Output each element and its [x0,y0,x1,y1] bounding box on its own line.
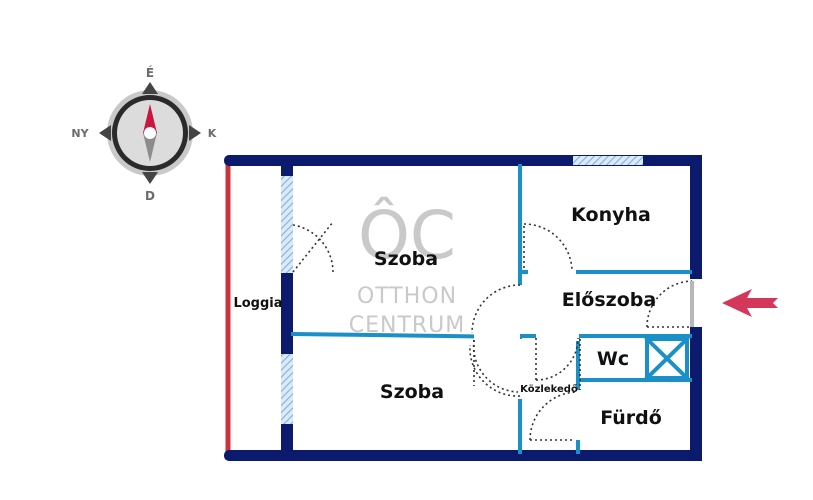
room-label-bathroom: Fürdő [600,407,662,429]
door-kitchen [523,223,573,271]
room-label-lower-room: Szoba [380,381,444,403]
compass-south-label: D [145,189,155,203]
door-corridor [535,337,581,390]
compass-west-label: NY [71,127,89,140]
room-label-corridor: Közlekedő [520,383,578,395]
room-label-upper-room: Szoba [374,248,438,270]
compass-hub [144,127,156,139]
shaft-cross-b [644,336,690,381]
window-upper-room [281,176,293,273]
room-label-loggia: Loggia [233,296,282,311]
room-labels: Loggia Szoba Szoba Konyha Előszoba Wc Kö… [233,204,661,429]
compass-east-label: K [208,127,217,140]
door-upper-room [292,221,334,273]
wall-bottom [224,450,702,461]
compass-south-tip [142,172,158,184]
compass-needle-north [143,104,157,133]
compass-north-label: É [146,65,154,80]
opening-lower-room [516,339,525,399]
opening-rooms [474,331,520,341]
opening-bathroom [574,390,583,440]
watermark-logo: ÔC [358,196,456,274]
compass-west-tip [99,125,111,141]
room-label-kitchen: Konyha [571,204,651,226]
windows [281,156,643,424]
opening-corridor [536,332,579,341]
window-lower-room [281,354,293,424]
room-label-wc: Wc [597,348,629,370]
opening-hall-west [516,285,525,334]
compass: É D NY K [71,65,216,203]
door-hall-west [471,284,521,334]
door-entrance [646,280,694,328]
door-bathroom [529,391,577,441]
door-lower-room [469,344,521,397]
watermark-line-1: OTTHON [357,284,457,309]
entrance-arrow [722,289,778,317]
shaft-box [645,337,689,380]
room-label-hall: Előszoba [562,289,656,311]
door-rooms [472,339,519,393]
compass-east-tip [189,125,201,141]
opening-kitchen [528,268,576,277]
doors [292,221,694,441]
compass-needle-south [143,133,157,162]
window-top [573,156,643,165]
compass-north-tip [142,82,158,94]
